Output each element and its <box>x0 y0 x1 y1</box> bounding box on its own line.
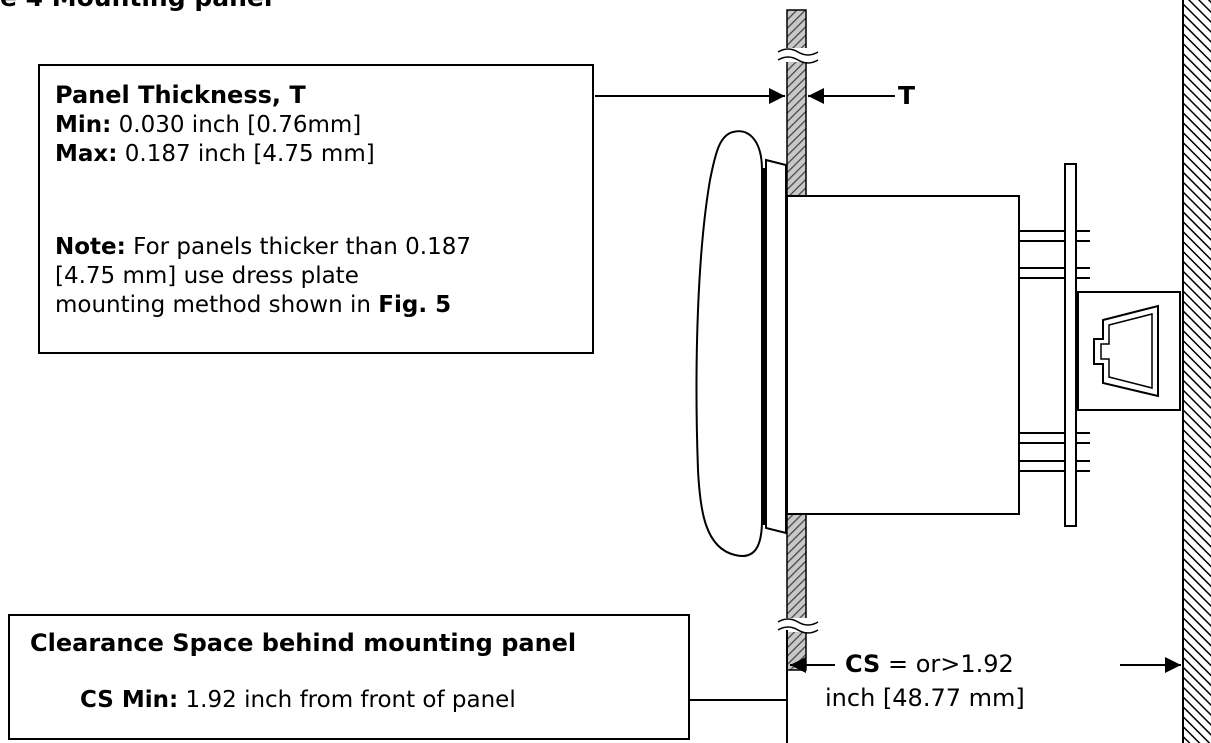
note-label: Note: <box>55 234 126 260</box>
mounting-studs <box>1019 230 1090 472</box>
thickness-max-row: Max: 0.187 inch [4.75 mm] <box>55 140 375 168</box>
panel-thickness-box <box>38 64 594 354</box>
max-label: Max: <box>55 141 118 167</box>
cs-min-value: 1.92 inch from front of panel <box>178 687 516 713</box>
clearance-box <box>8 614 690 740</box>
clearance-min-row: CS Min: 1.92 inch from front of panel <box>80 686 516 714</box>
min-value: 0.030 inch [0.76mm] <box>111 112 362 138</box>
cs-dimension-line-1: CS = or>1.92 <box>845 650 1014 678</box>
note-text-1: For panels thicker than 0.187 <box>125 234 471 260</box>
cs-min-label: CS Min: <box>80 687 179 713</box>
note-line-3: mounting method shown in Fig. 5 <box>55 291 451 319</box>
note-line-1: Note: For panels thicker than 0.187 <box>55 233 471 261</box>
figure-header: e 4 Mounting panel <box>0 0 272 12</box>
cs-value: = or>1.92 <box>880 650 1014 678</box>
clearance-title: Clearance Space behind mounting panel <box>30 629 577 657</box>
max-value: 0.187 inch [4.75 mm] <box>117 141 375 167</box>
note-text-3: mounting method shown in <box>55 292 379 318</box>
panel-break-bottom <box>776 618 819 634</box>
figure-reference: Fig. 5 <box>378 292 452 318</box>
note-line-2: [4.75 mm] use dress plate <box>55 263 359 289</box>
bezel-flange <box>765 158 787 535</box>
thickness-min-row: Min: 0.030 inch [0.76mm] <box>55 111 361 139</box>
rj-connector-inner <box>1100 313 1153 389</box>
cs-label: CS <box>845 650 881 678</box>
rear-wall <box>1183 0 1211 743</box>
unit-housing <box>786 195 1020 515</box>
min-label: Min: <box>55 112 112 138</box>
cs-dimension-line-2: inch [48.77 mm] <box>825 684 1025 712</box>
circuit-board <box>1064 163 1077 527</box>
front-bezel <box>695 130 763 557</box>
panel-break-top <box>776 48 819 64</box>
rj-connector-port <box>1093 304 1159 398</box>
panel-thickness-title: Panel Thickness, T <box>55 81 306 109</box>
t-dimension-label: T <box>898 81 916 110</box>
